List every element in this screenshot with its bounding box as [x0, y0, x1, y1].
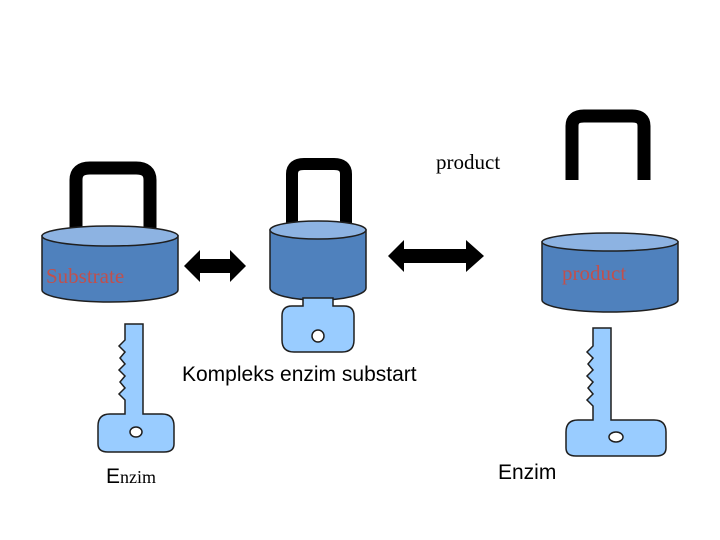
enzim-label-left: Enzim: [106, 466, 156, 487]
enzim-label-left-rest: nzim: [120, 467, 157, 487]
product-label-top: product: [436, 150, 501, 174]
shackle-left-icon: [69, 161, 157, 232]
substrate-label: Substrate: [46, 264, 125, 288]
shackle-product-icon: [565, 109, 651, 180]
complex-label: Kompleks enzim substart: [182, 363, 417, 386]
double-arrow-left-icon: [184, 250, 246, 282]
enzim-label-right: Enzim: [498, 461, 557, 484]
double-arrow-right-icon: [388, 240, 484, 272]
padlock-left-icon: [41, 161, 179, 303]
padlock-right-icon: [541, 232, 679, 313]
key-middle-icon: [281, 297, 355, 353]
product-label-lock: product: [562, 261, 627, 285]
key-right-icon: [565, 327, 667, 457]
enzim-label-left-initial: E: [106, 465, 121, 488]
key-left-icon: [97, 323, 175, 453]
padlock-middle-icon: [269, 158, 367, 301]
shackle-middle-icon: [286, 158, 352, 226]
